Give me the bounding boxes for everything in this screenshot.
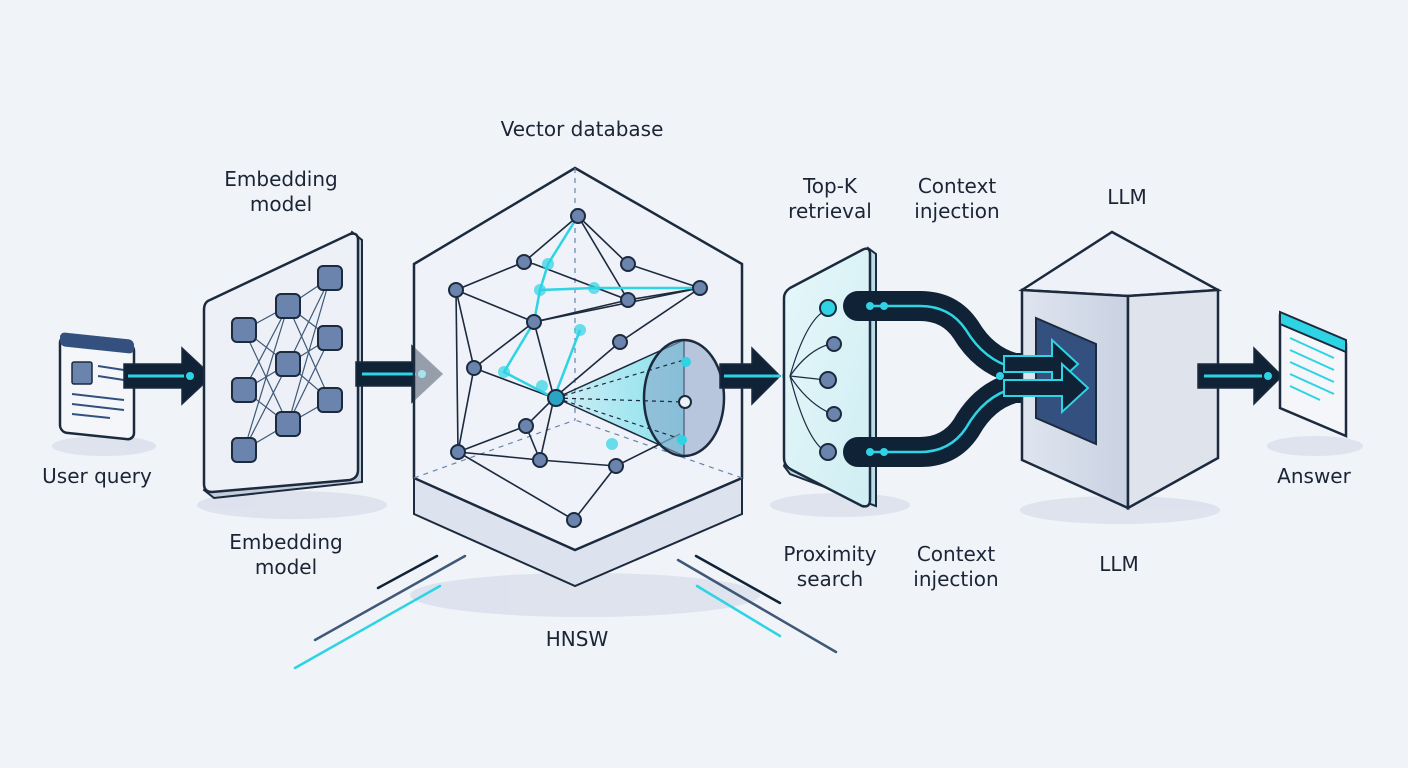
llm-input-arrow-bottom: [1003, 361, 1090, 415]
proximity-search-label: Proximity search: [783, 542, 876, 592]
document-thumbnail: [71, 361, 93, 385]
context-injection-top-line2: injection: [914, 199, 1000, 223]
embedding-model-top-label: Embedding model: [224, 167, 337, 217]
cone-target-3: [677, 435, 687, 445]
neural-network-icon: [202, 230, 363, 500]
retrieval-result-nodes: [819, 299, 842, 461]
deco-line-3: [293, 584, 442, 670]
embedding-model-bottom-line1: Embedding: [229, 530, 343, 554]
top-k-label: Top-K retrieval: [788, 174, 872, 224]
pipe-bottom-glow: [872, 386, 1048, 454]
answer-label: Answer: [1277, 464, 1351, 488]
embedding-model-bottom-line2: model: [254, 555, 318, 579]
answer-text-lines: [1289, 337, 1335, 401]
cone-target-2: [678, 395, 692, 409]
embedding-network-nodes: [231, 265, 343, 463]
proximity-search-line1: Proximity: [783, 542, 877, 566]
arrows-into-llm: [1003, 337, 1090, 415]
context-injection-top-label: Context injection: [914, 174, 999, 224]
shadow-query: [52, 436, 156, 456]
shadow-answer: [1267, 436, 1363, 456]
llm-top-label: LLM: [1107, 185, 1147, 209]
deco-line-1: [376, 554, 439, 590]
context-injection-bottom-line2: injection: [913, 567, 999, 591]
shadow-retrieval: [770, 493, 910, 517]
shadow-llm: [1020, 496, 1220, 524]
context-injection-bottom-line1: Context: [916, 542, 996, 566]
embedding-model-bottom-label: Embedding model: [229, 530, 342, 580]
user-query-label: User query: [42, 464, 152, 488]
embedding-model-top-line1: Embedding: [224, 167, 338, 191]
cone-rays: [555, 359, 685, 441]
llm-bottom-label: LLM: [1099, 552, 1139, 576]
shadow-embedding: [197, 491, 387, 519]
top-k-line1: Top-K: [802, 174, 858, 198]
cone-target-1: [681, 357, 691, 367]
graph-glow-nodes: [498, 258, 618, 450]
top-k-line2: retrieval: [788, 199, 872, 223]
server-top: [1018, 230, 1223, 298]
answer-document-icon: [1278, 310, 1348, 438]
document-text-lines: [71, 365, 125, 419]
server-side: [1126, 288, 1220, 511]
context-injection-pipes: [843, 291, 1065, 467]
vector-database-label: Vector database: [500, 117, 664, 141]
deco-line-2: [313, 554, 467, 642]
embedding-model-top-line2: model: [249, 192, 313, 216]
deco-line-6: [695, 584, 782, 638]
deco-line-5: [676, 558, 838, 654]
graph-nodes: [448, 208, 708, 528]
hnsw-label: HNSW: [545, 627, 609, 651]
decorative-lines: [293, 554, 838, 670]
hnsw-graph-icon: [412, 166, 744, 588]
query-vector-node: [547, 389, 565, 407]
proximity-search-line2: search: [796, 567, 864, 591]
pipe-top-glow: [872, 304, 1048, 370]
context-injection-bottom-label: Context injection: [913, 542, 998, 592]
arrow-query-to-embedding: [123, 346, 214, 406]
document-header-bar: [60, 332, 134, 354]
arrow-llm-to-answer: [1197, 346, 1284, 406]
context-injection-top-line1: Context: [917, 174, 997, 198]
search-cone-icon: [547, 338, 726, 458]
retrieval-panel: [782, 246, 877, 508]
shadow-vector-db: [410, 573, 760, 617]
deco-line-4: [694, 554, 782, 605]
answer-document-header: [1279, 310, 1347, 354]
document-icon: [58, 332, 136, 441]
